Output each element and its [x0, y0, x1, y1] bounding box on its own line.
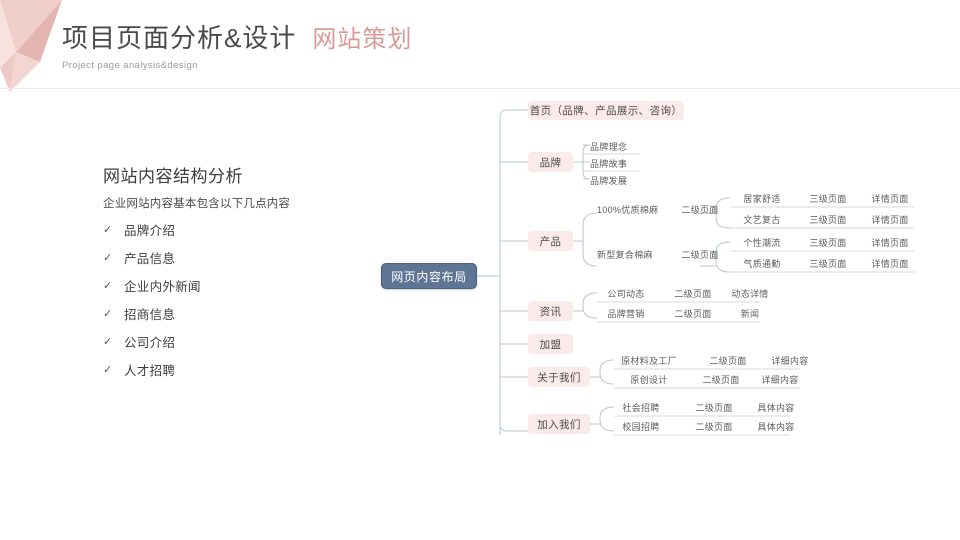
panel-heading: 网站内容结构分析: [103, 167, 243, 186]
mindmap-branch-brand[interactable]: 品牌: [528, 152, 573, 172]
leaf-raw-material-factory-detail[interactable]: 详细内容: [771, 356, 809, 366]
leaf-brand-marketing-detail[interactable]: 新闻: [740, 309, 760, 319]
checklist: ✓ 品牌介绍 ✓ 产品信息 ✓ 企业内外新闻 ✓ 招商信息 ✓ 公司介绍 ✓ 人…: [103, 220, 343, 379]
leaf-trendy-style-detail[interactable]: 详情页面: [871, 238, 909, 248]
list-item: ✓ 品牌介绍: [103, 220, 343, 239]
leaf-retro-art-level3[interactable]: 三级页面: [809, 215, 847, 225]
list-item-label: 人才招聘: [124, 364, 176, 378]
list-item: ✓ 公司介绍: [103, 332, 343, 351]
leaf-company-news-detail[interactable]: 动态详情: [731, 289, 769, 299]
leaf-product-composite-linen[interactable]: 新型复合棉麻: [597, 250, 653, 260]
leaf-brand-marketing[interactable]: 品牌营销: [607, 309, 645, 319]
page-title: 项目页面分析&设计: [62, 23, 297, 53]
leaf-commuter-style-level3[interactable]: 三级页面: [809, 259, 847, 269]
leaf-original-design-detail[interactable]: 详细内容: [761, 375, 799, 385]
leaf-retro-art-detail[interactable]: 详情页面: [871, 215, 909, 225]
leaf-original-design[interactable]: 原创设计: [630, 375, 668, 385]
corner-decoration: [0, 0, 62, 92]
leaf-social-recruitment-level2[interactable]: 二级页面: [695, 403, 733, 413]
check-icon: ✓: [103, 280, 113, 292]
list-item: ✓ 产品信息: [103, 248, 343, 267]
header-title-row: 项目页面分析&设计 网站策划: [62, 18, 412, 55]
page-title-accent: 网站策划: [312, 26, 413, 53]
mindmap-branch-news[interactable]: 资讯: [528, 301, 573, 321]
check-icon: ✓: [103, 364, 113, 376]
leaf-original-design-level2[interactable]: 二级页面: [702, 375, 740, 385]
leaf-product-composite-linen-level2[interactable]: 二级页面: [681, 250, 719, 260]
leaf-company-news[interactable]: 公司动态: [607, 289, 645, 299]
list-item-label: 产品信息: [124, 252, 176, 266]
leaf-brand-marketing-level2[interactable]: 二级页面: [674, 309, 712, 319]
header-divider: [0, 88, 960, 89]
leaf-product-cotton-linen[interactable]: 100%优质棉麻: [597, 205, 659, 215]
list-item-label: 企业内外新闻: [124, 280, 201, 294]
mindmap-branch-about-us[interactable]: 关于我们: [528, 367, 590, 387]
check-icon: ✓: [103, 336, 113, 348]
leaf-campus-recruitment-level2[interactable]: 二级页面: [695, 422, 733, 432]
mindmap-branch-join-us[interactable]: 加入我们: [528, 414, 590, 434]
list-item: ✓ 招商信息: [103, 304, 343, 323]
leaf-campus-recruitment[interactable]: 校园招聘: [622, 422, 660, 432]
leaf-commuter-style[interactable]: 气质通勤: [743, 259, 781, 269]
mindmap-branch-homepage[interactable]: 首页（品牌、产品展示、咨询）: [528, 101, 684, 120]
leaf-home-comfort[interactable]: 居家舒适: [743, 194, 781, 204]
content-structure-panel: 网站内容结构分析 企业网站内容基本包含以下几点内容 ✓ 品牌介绍 ✓ 产品信息 …: [103, 162, 343, 379]
leaf-raw-material-factory-level2[interactable]: 二级页面: [709, 356, 747, 366]
list-item-label: 品牌介绍: [124, 224, 176, 238]
leaf-brand-concept[interactable]: 品牌理念: [590, 142, 628, 152]
panel-subheading: 企业网站内容基本包含以下几点内容: [103, 198, 291, 210]
check-icon: ✓: [103, 308, 113, 320]
page-subtitle: Project page analysis&design: [62, 60, 198, 71]
check-icon: ✓: [103, 224, 113, 236]
mindmap-branch-franchise[interactable]: 加盟: [528, 334, 573, 354]
leaf-social-recruitment-detail[interactable]: 具体内容: [757, 403, 795, 413]
leaf-campus-recruitment-detail[interactable]: 具体内容: [757, 422, 795, 432]
leaf-trendy-style[interactable]: 个性潮流: [743, 238, 781, 248]
mindmap-root-node[interactable]: 网页内容布局: [381, 263, 477, 289]
leaf-home-comfort-detail[interactable]: 详情页面: [871, 194, 909, 204]
leaf-brand-development[interactable]: 品牌发展: [590, 176, 628, 186]
leaf-social-recruitment[interactable]: 社会招聘: [622, 403, 660, 413]
list-item-label: 公司介绍: [124, 336, 176, 350]
list-item: ✓ 企业内外新闻: [103, 276, 343, 295]
leaf-home-comfort-level3[interactable]: 三级页面: [809, 194, 847, 204]
check-icon: ✓: [103, 252, 113, 264]
mindmap-branch-product[interactable]: 产品: [528, 231, 573, 251]
leaf-company-news-level2[interactable]: 二级页面: [674, 289, 712, 299]
list-item: ✓ 人才招聘: [103, 360, 343, 379]
list-item-label: 招商信息: [124, 308, 176, 322]
leaf-commuter-style-detail[interactable]: 详情页面: [871, 259, 909, 269]
leaf-trendy-style-level3[interactable]: 三级页面: [809, 238, 847, 248]
page-header: 项目页面分析&设计 网站策划 Project page analysis&des…: [62, 18, 412, 71]
leaf-retro-art[interactable]: 文艺复古: [743, 215, 781, 225]
leaf-product-cotton-linen-level2[interactable]: 二级页面: [681, 205, 719, 215]
leaf-brand-story[interactable]: 品牌故事: [590, 159, 628, 169]
leaf-raw-material-factory[interactable]: 原材料及工厂: [621, 356, 677, 366]
